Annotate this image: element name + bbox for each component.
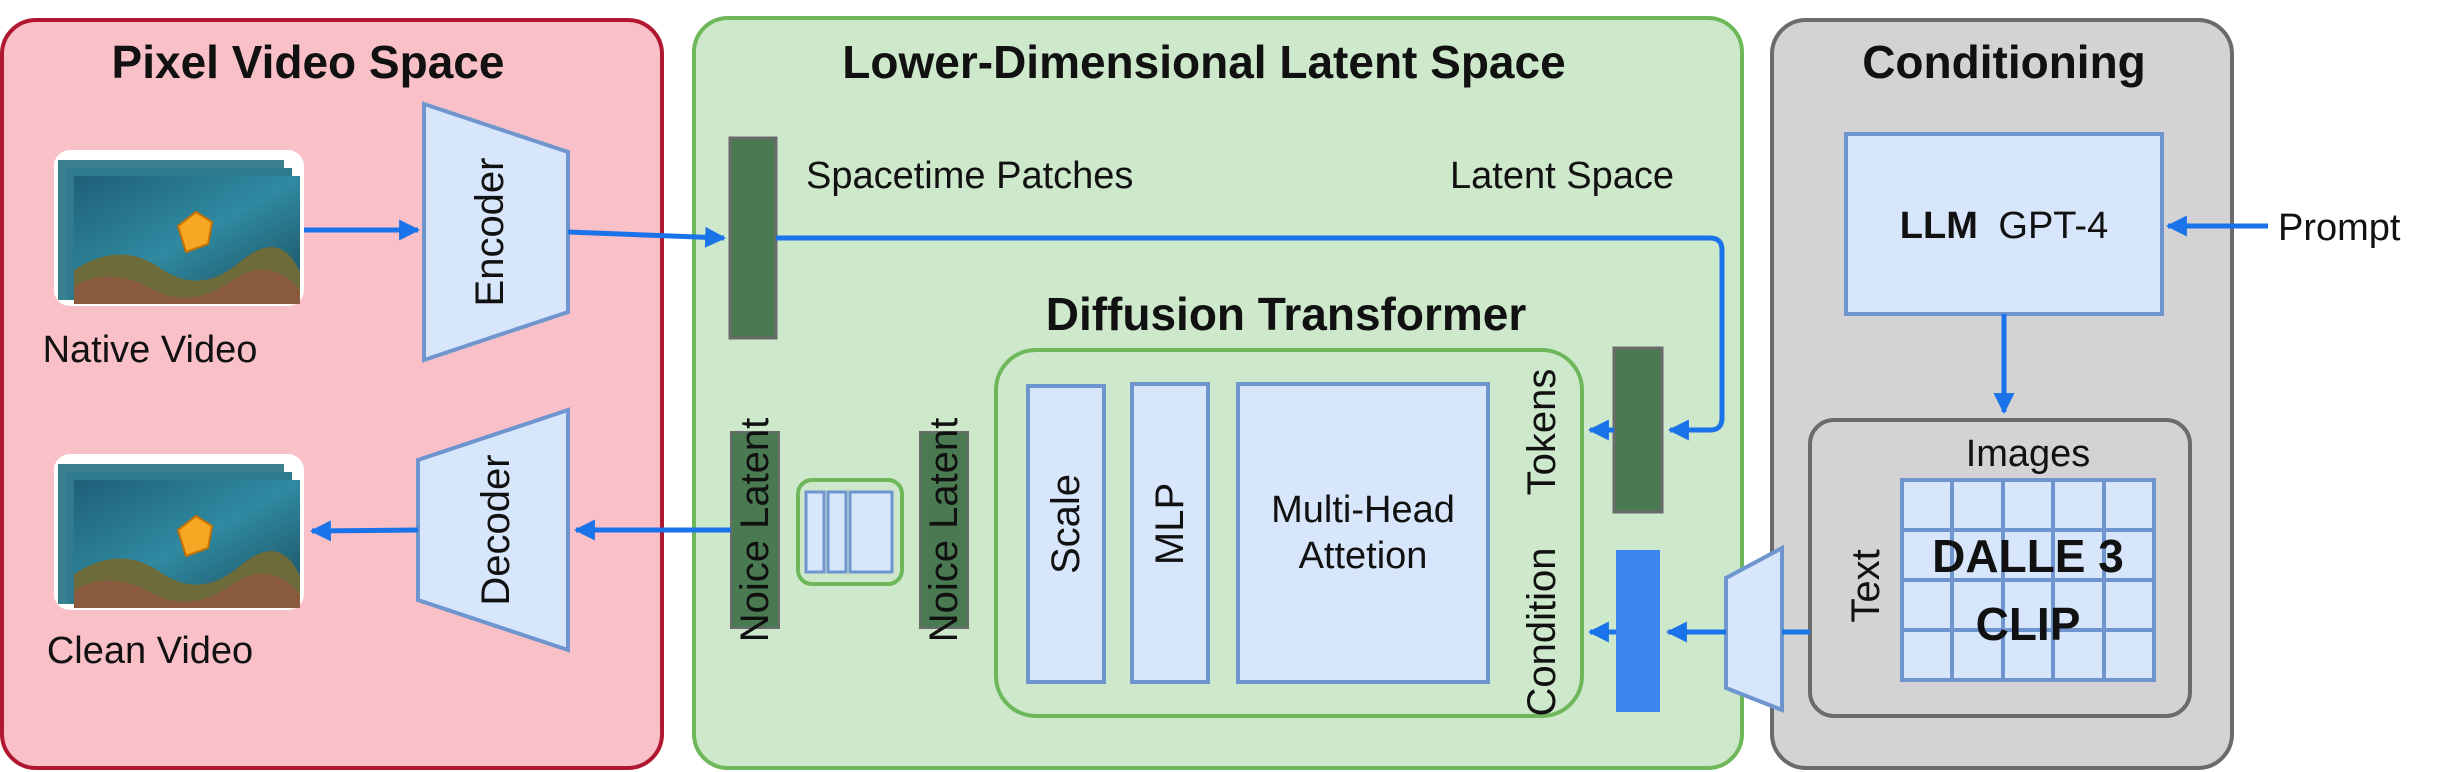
- scale-label: Scale: [1044, 474, 1088, 574]
- latent-panel-title: Lower-Dimensional Latent Space: [842, 36, 1565, 88]
- llm-label: LLM GPT-4: [1900, 205, 2108, 247]
- native-video-label: Native Video: [43, 329, 258, 371]
- arrow-encoder-to-patches: [567, 226, 727, 248]
- scale-block: [1026, 384, 1106, 684]
- pixel-panel-title: Pixel Video Space: [112, 36, 505, 88]
- clean-video-thumbnail: [54, 454, 304, 610]
- prompt-label: Prompt: [2278, 207, 2401, 249]
- multi-head-attention-line1: Multi-Head: [1271, 489, 1455, 531]
- condition-label: Condition: [1520, 547, 1564, 716]
- tokens-label: Tokens: [1520, 369, 1564, 496]
- arrow-decoder-to-video: [309, 520, 419, 542]
- noise-latent-bar-right: [919, 431, 969, 629]
- flow-arrows: [304, 215, 2268, 643]
- latent-space-label: Latent Space: [1450, 155, 1674, 197]
- llm-block: [1844, 132, 2164, 316]
- conditioning-panel: Conditioning LLM GPT-4 Prompt Images Tex…: [1724, 18, 2401, 770]
- llm-bold-label: LLM: [1900, 205, 1978, 247]
- llm-model-label: GPT-4: [1998, 205, 2108, 247]
- multi-head-attention-block: [1236, 382, 1490, 684]
- clip-label: CLIP: [1976, 598, 2081, 650]
- decoder-block: [416, 407, 570, 653]
- images-label: Images: [1966, 433, 2091, 475]
- mlp-block: [1130, 382, 1210, 684]
- spacetime-patch-bar: [728, 136, 778, 340]
- latent-space-panel: Lower-Dimensional Latent Space Spacetime…: [692, 16, 1744, 770]
- diffusion-transformer-title: Diffusion Transformer: [1046, 288, 1527, 340]
- multi-head-attention-line2: Attetion: [1299, 535, 1428, 577]
- spacetime-patches-label: Spacetime Patches: [806, 155, 1133, 197]
- dalle-label: DALLE 3: [1932, 530, 2124, 582]
- tokens-bar: [1612, 346, 1664, 514]
- encoder-block: [422, 101, 570, 363]
- latent-frames-icon: [796, 478, 904, 586]
- native-video-thumbnail: [54, 150, 304, 306]
- arrow-patches-to-tokens: [776, 235, 1725, 441]
- decoder-label: Decoder: [474, 454, 518, 605]
- noise-latent-label-right: Noice Latent: [922, 418, 966, 643]
- noise-latent-bar-left: [730, 431, 780, 629]
- pixel-video-space-panel: Pixel Video Space Native Video Clean Vid…: [0, 18, 664, 770]
- clean-video-label: Clean Video: [47, 630, 253, 672]
- noise-latent-label-left: Noice Latent: [733, 418, 777, 643]
- conditioning-panel-title: Conditioning: [1862, 36, 2146, 88]
- condition-projection-block: [1724, 544, 1784, 713]
- mlp-label: MLP: [1148, 483, 1192, 565]
- encoder-label: Encoder: [468, 158, 512, 307]
- embedding-grid: [1900, 478, 2156, 682]
- text-label: Text: [1844, 549, 1888, 622]
- condition-bar: [1616, 550, 1660, 712]
